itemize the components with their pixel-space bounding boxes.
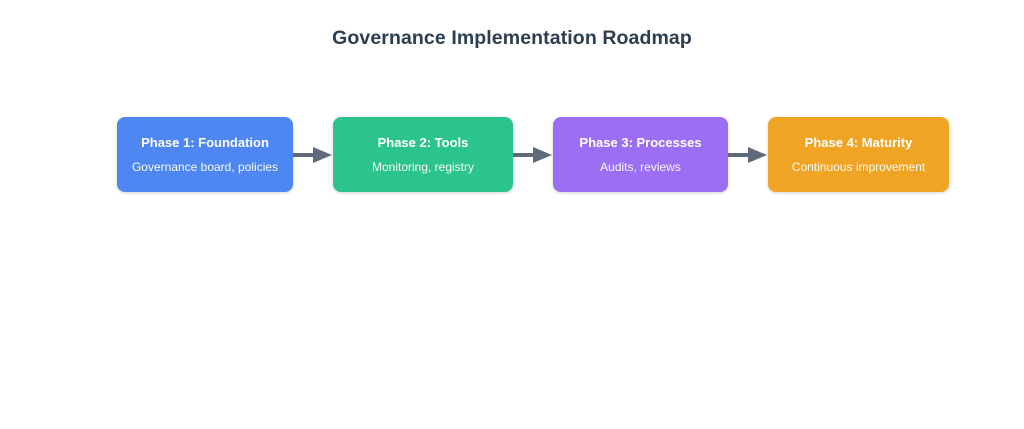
phase-box-3[interactable]: Phase 3: Processes Audits, reviews: [553, 117, 728, 192]
phase-box-2[interactable]: Phase 2: Tools Monitoring, registry: [333, 117, 513, 192]
connector-arrow-1-to-2: [293, 146, 333, 164]
connector-arrow-2-to-3: [513, 146, 553, 164]
right-arrow-icon: [728, 147, 767, 163]
phase-box-4[interactable]: Phase 4: Maturity Continuous improvement: [768, 117, 949, 192]
phase-title: Phase 1: Foundation: [141, 135, 269, 150]
right-arrow-icon: [513, 147, 552, 163]
phase-box-1[interactable]: Phase 1: Foundation Governance board, po…: [117, 117, 293, 192]
diagram-title: Governance Implementation Roadmap: [332, 27, 692, 49]
connector-arrow-3-to-4: [728, 146, 768, 164]
phase-subtitle: Audits, reviews: [600, 159, 681, 174]
phase-subtitle: Governance board, policies: [131, 159, 279, 174]
phase-title: Phase 3: Processes: [579, 135, 702, 150]
phase-flow-row: Phase 1: Foundation Governance board, po…: [117, 117, 949, 193]
phase-title: Phase 4: Maturity: [804, 135, 913, 150]
phase-subtitle: Monitoring, registry: [371, 159, 475, 174]
phase-subtitle: Continuous improvement: [791, 159, 926, 174]
right-arrow-icon: [293, 147, 332, 163]
phase-title: Phase 2: Tools: [377, 135, 469, 150]
